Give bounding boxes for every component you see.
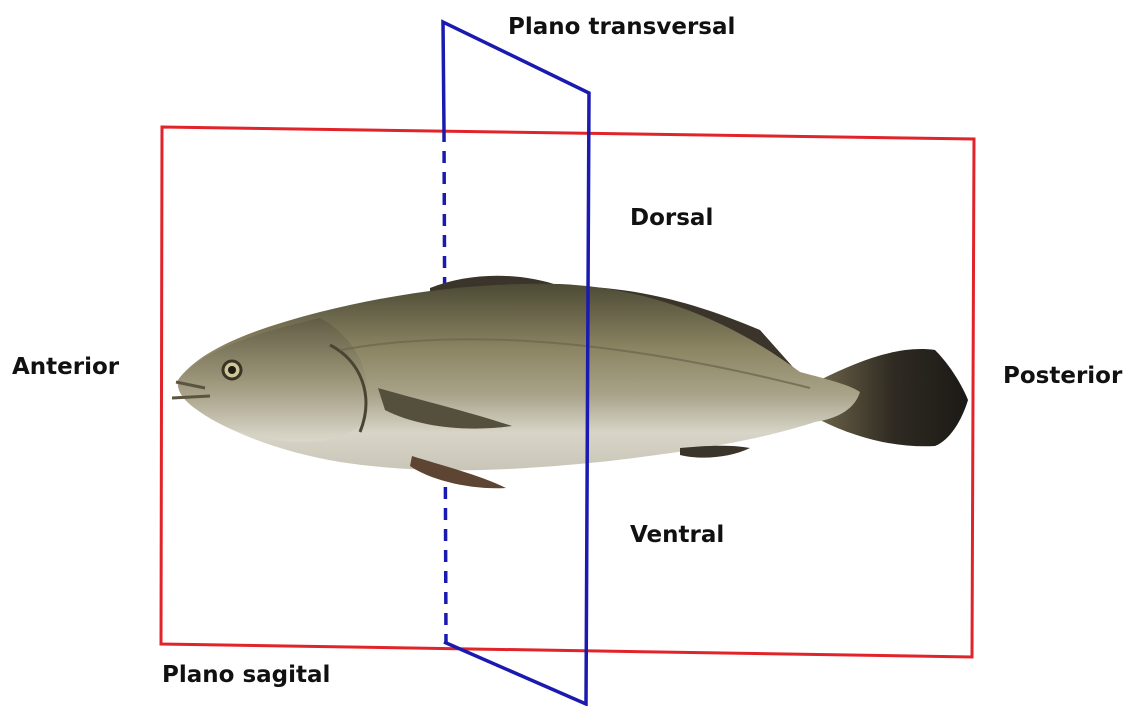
anterior-label: Anterior bbox=[12, 356, 119, 379]
fish-head bbox=[178, 318, 368, 442]
dorsal-label: Dorsal bbox=[630, 207, 713, 230]
sagittal-plane-label: Plano sagital bbox=[162, 664, 330, 687]
transverse-plane-label: Plano transversal bbox=[508, 16, 735, 39]
fish-illustration bbox=[172, 276, 968, 489]
ventral-label: Ventral bbox=[630, 524, 724, 547]
anal-fin bbox=[680, 446, 750, 458]
posterior-label: Posterior bbox=[1003, 365, 1122, 388]
